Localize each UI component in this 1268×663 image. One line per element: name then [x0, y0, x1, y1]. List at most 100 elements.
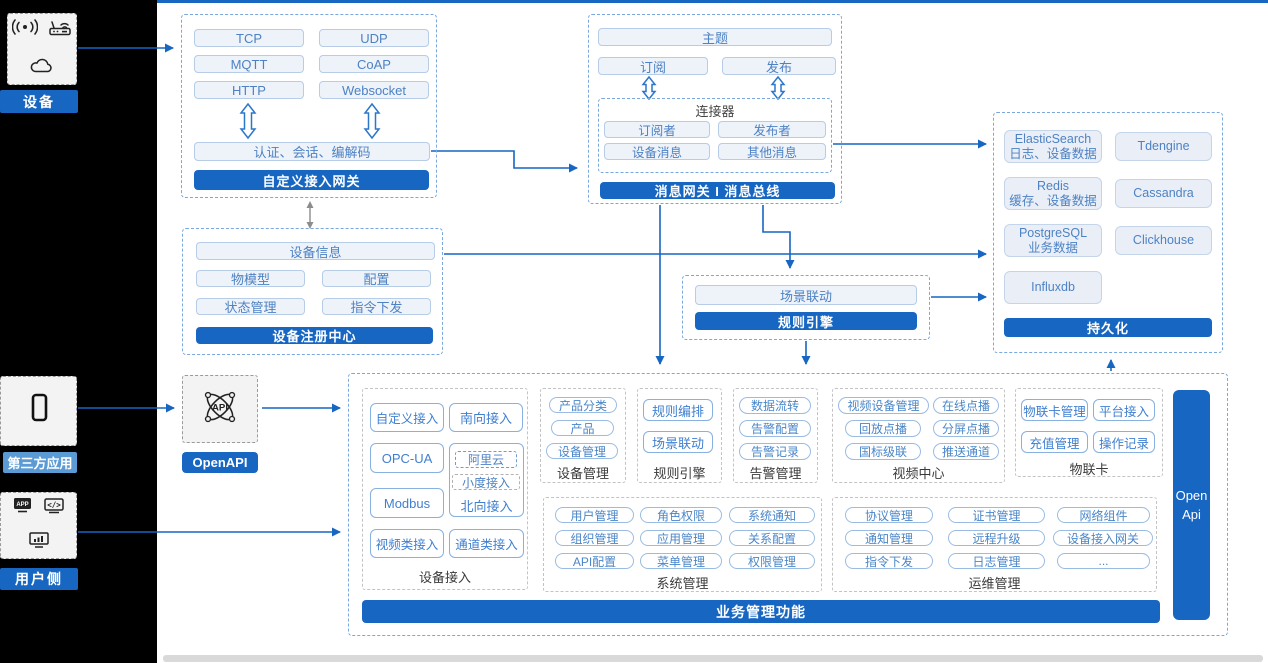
- iot-card-label: 物联卡: [1069, 462, 1109, 477]
- chip-relation-config: 关系配置: [729, 530, 815, 546]
- chip-role-perm: 角色权限: [640, 507, 722, 523]
- chip-rule-orchestration: 规则编排: [643, 399, 713, 421]
- chip-notice-mgmt: 通知管理: [845, 530, 933, 546]
- chip-split-screen: 分屏点播: [933, 420, 999, 437]
- third-party-tag-label: 第三方应用: [7, 456, 73, 471]
- protocol-chip-tcp: TCP: [194, 29, 304, 47]
- chip-system-notice: 系统通知: [729, 507, 815, 523]
- rule-engine-label: 规则引擎: [653, 466, 706, 481]
- chip-push-channel: 推送通道: [933, 443, 999, 460]
- open-api-vertical-bar: Open Api: [1173, 390, 1210, 620]
- store-name: PostgreSQL: [1018, 225, 1088, 240]
- device-mgmt-label: 设备管理: [556, 466, 609, 481]
- user-icon-box: APP </>: [0, 492, 77, 559]
- other-message-chip: 其他消息: [718, 143, 826, 160]
- device-access-box: [362, 388, 528, 590]
- chip-device-gateway: 设备接入网关: [1053, 530, 1153, 546]
- chip-platform-access: 平台接入: [1093, 399, 1155, 421]
- svg-text:</>: </>: [47, 500, 61, 509]
- user-side-tag-label: 用户侧: [15, 571, 63, 587]
- third-party-icon-box: [0, 376, 77, 446]
- protocol-chip-mqtt: MQTT: [194, 55, 304, 73]
- chip-command-issue: 指令下发: [845, 553, 933, 569]
- system-box: [543, 497, 822, 592]
- store-elasticsearch: ElasticSearch 日志、设备数据: [1004, 130, 1102, 163]
- svg-text:APP: APP: [16, 502, 28, 508]
- scene-linkage-chip: 场景联动: [695, 285, 917, 305]
- openapi-icon-box: API: [182, 375, 258, 443]
- chip-online-play: 在线点播: [933, 397, 999, 414]
- code-icon: </>: [43, 497, 66, 519]
- chip-video-device-mgmt: 视频设备管理: [838, 397, 929, 414]
- user-side-tag: 用户侧: [0, 568, 78, 590]
- phone-icon: [28, 392, 50, 431]
- custom-gateway-section: [181, 14, 437, 198]
- chip-gb-cascade: 国标级联: [845, 443, 921, 460]
- alarm-box: [733, 388, 818, 483]
- store-name: Redis: [1037, 178, 1069, 193]
- rule-engine-title-bar: 规则引擎: [695, 312, 917, 330]
- store-desc: 业务数据: [1027, 240, 1078, 255]
- chip-api-config: API配置: [555, 553, 634, 569]
- iot-card-box: [1015, 388, 1163, 477]
- protocol-chip-websocket: Websocket: [319, 81, 429, 99]
- state-mgmt-chip: 状态管理: [196, 298, 305, 315]
- store-name: Influxdb: [1031, 280, 1075, 294]
- chip-modbus: Modbus: [370, 488, 444, 518]
- config-chip: 配置: [322, 270, 431, 287]
- chip-recharge-mgmt: 充值管理: [1021, 431, 1088, 453]
- video-label: 视频中心: [892, 466, 945, 481]
- store-clickhouse: Clickhouse: [1115, 226, 1212, 255]
- connector-box: [598, 98, 832, 173]
- protocol-chip-udp: UDP: [319, 29, 429, 47]
- system-label: 系统管理: [656, 576, 709, 591]
- command-chip: 指令下发: [322, 298, 431, 315]
- chip-user-mgmt: 用户管理: [555, 507, 634, 523]
- chip-app-mgmt: 应用管理: [640, 530, 722, 546]
- chip-protocol-mgmt: 协议管理: [845, 507, 933, 523]
- store-name: Tdengine: [1137, 139, 1190, 153]
- third-party-tag: 第三方应用: [3, 452, 77, 473]
- signal-icon: [11, 19, 39, 40]
- device-info-chip: 设备信息: [196, 242, 435, 260]
- device-tag: 设备: [0, 90, 78, 113]
- publish-chip: 发布: [722, 57, 836, 75]
- chip-aliyun: 阿里云: [455, 451, 517, 468]
- chip-menu-mgmt: 菜单管理: [640, 553, 722, 569]
- router-icon: [48, 19, 72, 41]
- message-bus-title-bar: 消息网关 I 消息总线: [600, 182, 835, 199]
- store-influxdb: Influxdb: [1004, 271, 1102, 304]
- device-mgmt-box: [540, 388, 626, 483]
- chip-network-comp: 网络组件: [1057, 507, 1150, 523]
- chip-data-flow: 数据流转: [739, 397, 811, 414]
- device-registry-title-bar: 设备注册中心: [196, 327, 433, 344]
- chip-opc-ua: OPC-UA: [370, 443, 444, 473]
- store-redis: Redis 缓存、设备数据: [1004, 177, 1102, 210]
- protocol-chip-http: HTTP: [194, 81, 304, 99]
- chip-product: 产品: [551, 420, 614, 436]
- chip-southbound: 南向接入: [449, 403, 523, 432]
- chip-channel-access: 通道类接入: [449, 529, 524, 558]
- chip-playback: 回放点播: [845, 420, 921, 437]
- store-tdengine: Tdengine: [1115, 132, 1212, 161]
- topic-chip: 主题: [598, 28, 832, 46]
- svg-text:API: API: [212, 402, 228, 413]
- store-name: Cassandra: [1133, 186, 1194, 200]
- device-message-chip: 设备消息: [604, 143, 710, 160]
- store-postgresql: PostgreSQL 业务数据: [1004, 224, 1102, 257]
- chip-alarm-record: 告警记录: [739, 443, 811, 460]
- chip-operation-record: 操作记录: [1093, 431, 1155, 453]
- subscriber-chip: 订阅者: [604, 121, 710, 138]
- chip-iot-card-mgmt: 物联卡管理: [1021, 399, 1088, 421]
- persistence-section: [993, 112, 1223, 353]
- open-api-bar-text: Open: [1175, 488, 1208, 503]
- chip-alarm-config: 告警配置: [739, 420, 811, 437]
- chip-device-mgmt: 设备管理: [546, 443, 618, 459]
- device-icon-box: [7, 13, 77, 85]
- chip-remote-upgrade: 远程升级: [948, 530, 1045, 546]
- chip-perm-mgmt: 权限管理: [729, 553, 815, 569]
- bottom-strip: [163, 655, 1263, 662]
- protocol-chip-coap: CoAP: [319, 55, 429, 73]
- subscribe-chip: 订阅: [598, 57, 708, 75]
